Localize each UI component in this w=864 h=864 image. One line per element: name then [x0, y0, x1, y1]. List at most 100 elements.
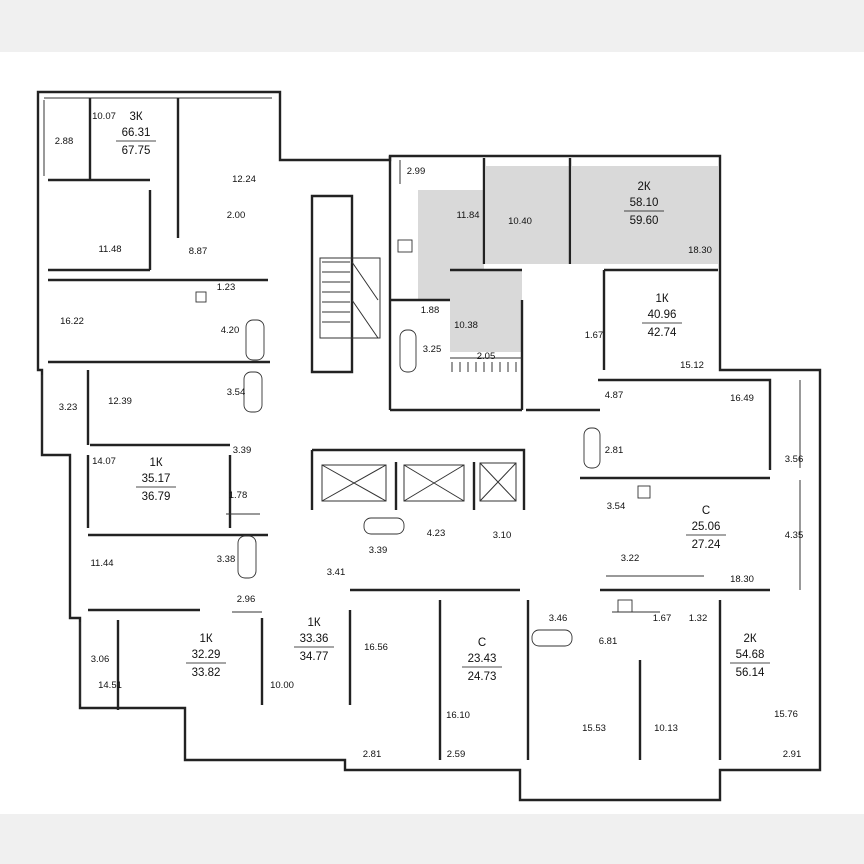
apartment-living-area: 66.31 — [122, 127, 151, 139]
apartment-type: 1К — [655, 293, 668, 305]
balconies — [41, 100, 801, 704]
room-area-label: 3.10 — [493, 530, 512, 541]
room-area-label: 12.24 — [232, 174, 256, 185]
room-area-label: 3.46 — [549, 613, 568, 624]
room-area-label: 14.51 — [98, 680, 122, 691]
apartment-label-apt-c-right: С 25.06 27.24 — [686, 505, 726, 551]
room-area-label: 10.38 — [454, 320, 478, 331]
room-area-label: 4.35 — [785, 530, 804, 541]
room-area-label: 2.99 — [407, 166, 426, 177]
room-area-label: 3.23 — [59, 402, 78, 413]
apartment-total-area: 59.60 — [630, 215, 659, 227]
apartment-total-area: 24.73 — [468, 671, 497, 683]
apartment-total-area: 56.14 — [736, 667, 765, 679]
room-area-label: 2.81 — [605, 445, 624, 456]
apartment-label-apt-2k-bottom: 2К 54.68 56.14 — [730, 633, 770, 679]
stairwell — [319, 257, 381, 339]
apartment-living-area: 40.96 — [648, 309, 677, 321]
room-area-label: 2.81 — [363, 749, 382, 760]
plan-sheet — [0, 52, 864, 814]
room-area-label: 6.81 — [599, 636, 618, 647]
room-area-label: 3.41 — [327, 567, 346, 578]
room-area-label: 4.23 — [427, 528, 446, 539]
apartment-type: 2К — [637, 181, 650, 193]
apartment-label-apt-1k-right: 1К 40.96 42.74 — [642, 293, 682, 339]
apartment-living-area: 32.29 — [192, 649, 221, 661]
room-area-label: 10.07 — [92, 111, 116, 122]
room-area-label: 3.38 — [217, 554, 236, 565]
apartment-living-area: 35.17 — [142, 473, 171, 485]
room-area-label: 1.23 — [217, 282, 236, 293]
apartment-type: 1К — [199, 633, 212, 645]
room-area-label: 10.13 — [654, 723, 678, 734]
apartment-label-apt-1k-bottom-mid: 1К 33.36 34.77 — [294, 617, 334, 663]
apartment-type: 1К — [149, 457, 162, 469]
apartment-type: 2К — [743, 633, 756, 645]
apartment-labels: 3К 66.31 67.75 2К 58.10 59.60 1К 40.96 42.74 1К 35… — [116, 111, 770, 683]
room-area-label: 15.76 — [774, 709, 798, 720]
room-area-label: 3.39 — [233, 445, 252, 456]
apartment-total-area: 27.24 — [692, 539, 721, 551]
room-area-label: 14.07 — [92, 456, 116, 467]
apartment-living-area: 33.36 — [300, 633, 329, 645]
apartment-type: 1К — [307, 617, 320, 629]
room-area-label: 11.44 — [90, 558, 113, 569]
room-area-label: 4.20 — [221, 325, 240, 336]
room-area-label: 4.87 — [605, 390, 624, 401]
room-area-label: 1.88 — [421, 305, 440, 316]
room-area-label: 16.49 — [730, 393, 754, 404]
room-area-label: 2.05 — [477, 351, 496, 362]
apartment-living-area: 54.68 — [736, 649, 765, 661]
room-area-label: 3.54 — [227, 387, 246, 398]
apartment-label-apt-3k: 3К 66.31 67.75 — [116, 111, 156, 157]
apartment-total-area: 67.75 — [122, 145, 151, 157]
room-area-label: 3.39 — [369, 545, 388, 556]
interior-walls — [48, 98, 772, 760]
room-area-label: 11.84 — [456, 210, 479, 221]
room-area-label: 2.88 — [55, 136, 74, 147]
apartment-label-apt-c-bottom: С 23.43 24.73 — [462, 637, 502, 683]
room-area-label: 8.87 — [189, 246, 208, 257]
apartment-total-area: 36.79 — [142, 491, 171, 503]
room-area-label: 16.56 — [364, 642, 388, 653]
room-area-label: 2.00 — [227, 210, 246, 221]
apartment-living-area: 58.10 — [630, 197, 659, 209]
room-area-label: 1.32 — [689, 613, 708, 624]
room-area-label: 10.40 — [508, 216, 532, 227]
room-area-label: 3.54 — [607, 501, 626, 512]
room-area-label: 3.06 — [91, 654, 110, 665]
room-area-label: 2.96 — [237, 594, 256, 605]
selected-apartment-fill — [418, 166, 718, 352]
apartment-total-area: 33.82 — [192, 667, 221, 679]
room-area-label: 12.39 — [108, 396, 132, 407]
room-area-label: 2.91 — [783, 749, 802, 760]
room-area-label: 15.12 — [680, 360, 704, 371]
room-area-label: 3.22 — [621, 553, 640, 564]
room-area-labels: 10.07 2.88 12.24 2.00 11.48 8.87 1.23 16.22 4.20… — [55, 111, 804, 760]
room-area-label: 2.59 — [447, 749, 466, 760]
room-area-label: 3.56 — [785, 454, 804, 465]
apartment-total-area: 42.74 — [648, 327, 677, 339]
apartment-living-area: 23.43 — [468, 653, 497, 665]
room-area-label: 15.53 — [582, 723, 606, 734]
bathroom-fixtures — [195, 239, 704, 647]
room-area-label: 11.48 — [98, 244, 121, 255]
room-area-label: 1.67 — [585, 330, 604, 341]
apartment-label-apt-1k-left: 1К 35.17 36.79 — [136, 457, 176, 503]
room-area-label: 1.67 — [653, 613, 672, 624]
apartment-label-apt-2k-top: 2К 58.10 59.60 — [624, 181, 664, 227]
room-area-label: 3.25 — [423, 344, 442, 355]
apartment-living-area: 25.06 — [692, 521, 721, 533]
room-area-label: 16.10 — [446, 710, 470, 721]
apartment-type: С — [702, 505, 710, 517]
elevators — [321, 462, 517, 502]
room-area-label: 18.30 — [730, 574, 754, 585]
apartment-total-area: 34.77 — [300, 651, 329, 663]
apartment-label-apt-1k-bottom-left: 1К 32.29 33.82 — [186, 633, 226, 679]
room-area-label: 10.00 — [270, 680, 294, 691]
room-area-label: 1.78 — [229, 490, 248, 501]
apartment-type: 3К — [129, 111, 142, 123]
room-area-label: 16.22 — [60, 316, 84, 327]
apartment-type: С — [478, 637, 486, 649]
